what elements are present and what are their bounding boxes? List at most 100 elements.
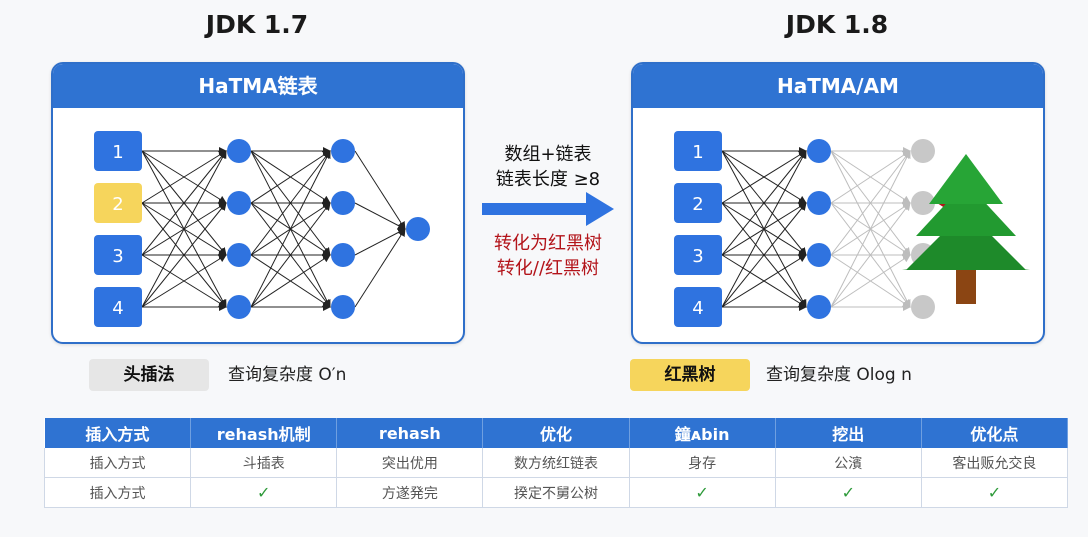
input-node-box [94, 131, 142, 171]
check-icon: ✓ [921, 477, 1069, 508]
table-row: 插入方式 ✓ 方遂発完 揆定不舅公树 ✓ ✓ ✓ [43, 477, 1069, 508]
network-edge [250, 254, 331, 308]
input-node: 3 [674, 235, 722, 275]
table-cell: 公濱 [775, 448, 922, 478]
table-header-row: 插入方式 rehash机制 rehash 优化 鐘ᴀbin 挖出 优化点 [44, 418, 1069, 448]
hidden-node [227, 139, 251, 163]
jdk18-complexity: 查询复杂度 Olog n [766, 365, 912, 385]
table-cell: 突出优用 [336, 448, 484, 478]
network-edge [141, 254, 227, 308]
network-edge [141, 150, 227, 256]
network-edge [354, 228, 406, 256]
input-node-label: 4 [692, 298, 703, 319]
input-node: 4 [674, 287, 722, 327]
network-edge [830, 254, 911, 308]
network-edge [250, 150, 331, 308]
hidden-node [911, 139, 935, 163]
transition-red-line-2: 转化//红黑树 [496, 258, 600, 279]
input-node-box [94, 183, 142, 223]
input-node-label: 1 [112, 142, 123, 163]
network-edge [830, 150, 911, 204]
table-header-cell: 优化点 [921, 418, 1069, 448]
hidden-node [807, 295, 831, 319]
network-edge [721, 254, 807, 308]
table-cell: 揆定不舅公树 [482, 477, 630, 508]
check-icon: ✓ [629, 477, 776, 508]
input-node-label: 4 [112, 298, 123, 319]
red-black-tree-badge: 红黑树 [630, 359, 750, 391]
network-edge [721, 150, 807, 204]
hidden-node [911, 295, 935, 319]
network-edge [830, 150, 911, 256]
input-node-box [94, 287, 142, 327]
input-node: 2 [94, 183, 142, 223]
input-node-box [674, 235, 722, 275]
hidden-node [911, 191, 935, 215]
input-node-label: 2 [692, 194, 703, 215]
jdk18-title: JDK 1.8 [785, 10, 889, 39]
jdk18-network-diagram: 1 2 3 4 [674, 131, 1030, 327]
hidden-node [331, 191, 355, 215]
hidden-node [807, 191, 831, 215]
transition-line-2: 链表长度 ≥8 [495, 169, 601, 190]
input-node: 2 [674, 183, 722, 223]
input-node: 1 [674, 131, 722, 171]
network-edge [141, 150, 227, 308]
table-cell: ⾝存 [629, 448, 776, 478]
input-node: 3 [94, 235, 142, 275]
input-node-label: 1 [692, 142, 703, 163]
jdk17-title: JDK 1.7 [205, 10, 309, 39]
hidden-node [807, 139, 831, 163]
table-cell: 数方统红链表 [482, 448, 630, 478]
comparison-table: 插入方式 rehash机制 rehash 优化 鐘ᴀbin 挖出 优化点 插入方… [43, 418, 1069, 508]
pine-tree-icon [902, 154, 1030, 304]
table-header-cell: 挖出 [775, 418, 922, 448]
input-node-label: 3 [692, 246, 703, 267]
hidden-node [331, 295, 355, 319]
network-edge [721, 202, 807, 308]
input-node: 1 [94, 131, 142, 171]
transition-result: 转化为红黑树 转化//红黑树 [470, 231, 626, 281]
input-node-box [674, 131, 722, 171]
network-edge [354, 150, 406, 230]
transition-line-1: 数组+链表 [504, 144, 592, 165]
head-insert-badge: 头插法 [89, 359, 209, 391]
input-node-box [94, 235, 142, 275]
jdk17-complexity: 查询复杂度 O′n [228, 365, 347, 385]
network-edge [250, 150, 331, 256]
table-header-cell: 插入方式 [44, 418, 192, 448]
network-edge [250, 202, 331, 308]
hidden-node [227, 191, 251, 215]
table-header-cell: 优化 [482, 418, 630, 448]
network-edge [354, 228, 406, 308]
table-cell: 插入方式 [43, 448, 192, 478]
hidden-node [227, 243, 251, 267]
input-node-label: 3 [112, 246, 123, 267]
output-node [406, 217, 430, 241]
network-edge [250, 150, 331, 204]
network-edges [141, 147, 406, 311]
jdk17-network-diagram: 1 2 3 4 [94, 131, 430, 327]
input-node-box [674, 287, 722, 327]
network-edge [141, 202, 227, 308]
table-cell: ⽃插表 [190, 448, 338, 478]
hidden-node [807, 243, 831, 267]
network-edge [830, 202, 911, 308]
hidden-node [331, 139, 355, 163]
jdk18-panel-title: HaTMA/AM [633, 64, 1043, 108]
table-cell: 插入方式 [43, 477, 192, 508]
network-edges [721, 147, 911, 311]
jdk17-panel-title: HaTMA链表 [53, 64, 463, 108]
hidden-node [331, 243, 355, 267]
jdk17-panel: HaTMA链表 1 2 3 4 [51, 62, 465, 344]
network-edge [141, 150, 227, 204]
network-edge [830, 150, 911, 308]
input-node-box [674, 183, 722, 223]
transition-condition: 数组+链表 链表长度 ≥8 [470, 142, 626, 192]
transition-red-line-1: 转化为红黑树 [494, 233, 602, 254]
table-header-cell: rehash机制 [190, 418, 338, 448]
table-cell: 方遂発完 [336, 477, 484, 508]
check-icon: ✓ [190, 477, 338, 508]
table-header-cell: 鐘ᴀbin [629, 418, 776, 448]
jdk18-panel: HaTMA/AM 1 2 3 4 [631, 62, 1045, 344]
